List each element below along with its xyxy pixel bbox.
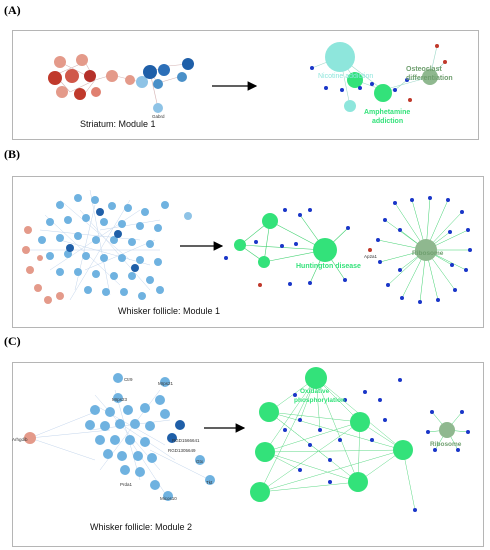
gene-label-micos10: Micos10: [160, 496, 177, 501]
gene-label-arhgdib: Arhgdib: [12, 437, 28, 442]
gene-label-tkt: Tkt: [206, 480, 213, 485]
gene-node: [125, 75, 135, 85]
gene-node: [182, 58, 194, 70]
term-label-oxphos-1: Oxidative: [300, 388, 330, 395]
term-node: [325, 42, 355, 72]
panel-b-box: [12, 176, 484, 328]
gene-node: [158, 64, 170, 76]
term-label-nicotine: Nicotine addiction: [318, 73, 373, 80]
term-label-huntington: Huntington disease: [296, 263, 361, 270]
gene-label-mrps21: Mrps21: [158, 381, 174, 386]
term-label-amphetamine-1: Amphetamine: [364, 109, 410, 116]
term-label-osteoclast-2: differentiation: [406, 75, 453, 82]
gene-node: [74, 88, 86, 100]
gene-node: [177, 72, 187, 82]
term-label-oxphos-2: phosphorylation: [294, 397, 345, 404]
panel-b-term-network-huntington: Huntington disease Ap2a1: [224, 208, 378, 287]
panel-c-caption: Whisker follicle: Module 2: [90, 522, 193, 532]
gene-node: [106, 70, 118, 82]
gene-node: [56, 86, 68, 98]
term-label-ribosome-b: Ribosome: [412, 250, 444, 257]
panel-c-letter: (C): [4, 334, 21, 348]
gene-label-ctr9: Ctr9: [124, 377, 133, 382]
term-label-amphetamine-2: addiction: [372, 118, 403, 125]
panel-a-term-network: Nicotine addiction Amphetamine addiction…: [310, 42, 453, 125]
term-node: [347, 72, 363, 88]
gene-node: [84, 70, 96, 82]
gene-label: Gabrd: [152, 114, 165, 119]
panel-c-term-network-ribosome: Ribosome: [426, 410, 470, 452]
panel-b-term-network-ribosome: Ribosome: [376, 196, 472, 304]
gene-label-gtx: Gtx: [196, 459, 204, 464]
gene-node: [76, 54, 88, 66]
term-label-osteoclast-1: Osteoclast: [406, 66, 442, 73]
gene-label-ap2a1: Ap2a1: [364, 254, 378, 259]
panel-a-gene-network: Gabrd: [48, 54, 194, 119]
panel-a-letter: (A): [4, 3, 21, 17]
gene-node: [91, 87, 101, 97]
term-node: [344, 100, 356, 112]
gene-node: [153, 103, 163, 113]
panel-b-letter: (B): [4, 147, 20, 161]
term-node: [374, 84, 392, 102]
gene-node: [54, 56, 66, 68]
panel-a-caption: Striatum: Module 1: [80, 119, 156, 129]
gene-node: [136, 76, 148, 88]
gene-node: [65, 69, 79, 83]
gene-node: [48, 71, 62, 85]
panel-c-term-network-oxphos: Oxidative phosphorylation: [250, 367, 417, 512]
gene-node: [153, 79, 163, 89]
panel-b-gene-network: [22, 189, 192, 304]
panel-c-gene-network: Arhgdib Ctr9 Mrps21 Mrps23 RGD1566641 RG…: [12, 373, 215, 501]
panel-b-caption: Whisker follicle: Module 1: [118, 306, 221, 316]
term-node: [422, 69, 438, 85]
term-label-ribosome-c: Ribosome: [430, 441, 462, 448]
gene-label-prda1: Prda1: [120, 482, 133, 487]
gene-label-mrps23: Mrps23: [112, 397, 128, 402]
gene-node: [143, 65, 157, 79]
gene-label-rgd1: RGD1566641: [172, 438, 200, 443]
gene-label-rgd2: RGD1305649: [168, 448, 196, 453]
